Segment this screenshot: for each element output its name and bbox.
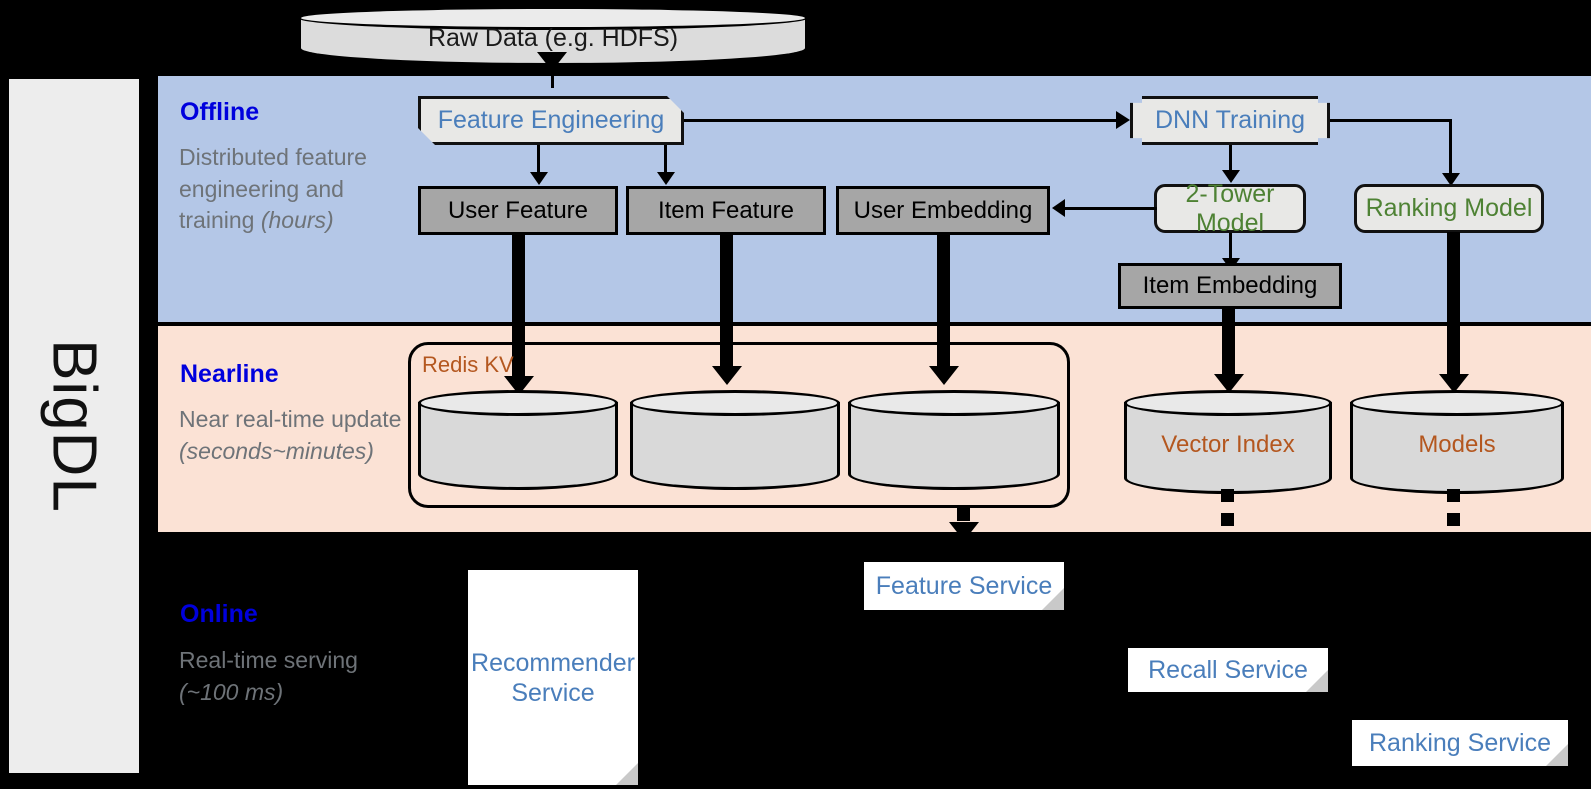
models-cylinder[interactable]: Models [1350,390,1564,494]
arrowhead-itememb-vectorindex [1214,374,1244,393]
pipe-itememb-vectorindex [1222,308,1235,380]
connector-twotower-itememb [1229,233,1232,260]
bigdl-sidebar: BigDL [6,76,142,776]
arrowhead-userembedding-redis [929,366,959,385]
redis-kv-container [408,342,1070,508]
nearline-desc-em: (seconds~minutes) [179,437,374,464]
pipe-ranking-models [1447,232,1460,380]
feature-service-card[interactable]: Feature Service [864,562,1064,610]
redis-kv-label: Redis KV [422,352,514,377]
raw-data-label: Raw Data (e.g. HDFS) [427,24,679,52]
offline-desc-em: (hours) [260,207,334,234]
cylinder-top [630,390,840,416]
pipe-models-ranking-dash1 [1447,489,1460,502]
card-body [1352,720,1568,766]
arrowhead-ranking-models [1439,374,1469,393]
cylinder-top [298,6,808,30]
bigdl-label: BigDL [39,339,109,513]
pipe-itemfeature-redis [720,234,733,372]
item-feature-label: Item Feature [657,196,795,224]
cylinder-body [418,402,618,490]
ranking-service-card[interactable]: Ranking Service [1352,720,1568,766]
redis-cylinder-user-embedding[interactable] [848,390,1060,490]
online-desc-main: Real-time serving [179,647,358,673]
online-desc: Real-time serving (~100 ms) [179,645,394,708]
arrowhead-dnn-twotower [1222,170,1240,183]
ranking-model-box[interactable]: Ranking Model [1354,184,1544,233]
pipe-vectorindex-recall-dash1 [1221,489,1234,502]
card-body [864,562,1064,610]
card-body [468,570,638,785]
nearline-title: Nearline [180,360,279,388]
feature-engineering-box[interactable]: Feature Engineering [418,96,684,145]
online-desc-em: (~100 ms) [179,678,284,705]
online-title: Online [180,600,258,628]
vector-index-label: Vector Index [1161,430,1295,458]
two-tower-model-box[interactable]: 2-Tower Model [1154,180,1306,237]
connector-twotower-userembedding [1065,207,1157,210]
two-tower-model-label: 2-Tower Model [1185,179,1275,237]
card-body [1128,648,1328,692]
nearline-desc-main: Near real-time update [179,406,402,432]
offline-title: Offline [180,98,260,126]
recall-service-label: Recall Service [1148,656,1308,684]
arrowhead-redis-featureservice [949,522,979,541]
vector-index-cylinder[interactable]: Vector Index [1124,390,1332,494]
arrowhead-itemfeature-redis [712,366,742,385]
arrowhead-fe-userfeature [530,172,548,185]
dnn-training-box[interactable]: DNN Training [1130,96,1330,145]
connector-fe-dnn [684,119,1116,122]
user-embedding-box[interactable]: User Embedding [836,186,1050,235]
recommender-service-label: Recommender Service [471,648,635,707]
dnn-training-label: DNN Training [1154,106,1306,135]
connector-fe-itemfeature [664,145,667,173]
connector-dnn-twotower [1229,145,1232,171]
offline-desc: Distributed feature engineering and trai… [179,142,394,237]
connector-fe-userfeature [537,145,540,173]
cylinder-top [1350,390,1564,416]
nearline-desc: Near real-time update (seconds~minutes) [179,404,409,467]
arrowhead-rawdata-fe [537,52,567,71]
user-feature-label: User Feature [447,196,589,224]
arrowhead-fe-itemfeature [657,172,675,185]
redis-cylinder-item-feature[interactable] [630,390,840,490]
ranking-service-label: Ranking Service [1368,729,1552,757]
item-embedding-label: Item Embedding [1142,272,1318,300]
item-feature-box[interactable]: Item Feature [626,186,826,235]
redis-cylinder-user-feature[interactable] [418,390,618,490]
connector-dnn-ranking-v [1449,119,1452,174]
arrowhead-twotower-userembedding [1052,199,1065,217]
pipe-models-ranking-dash2 [1447,513,1460,526]
cylinder-top [418,390,618,416]
models-label: Models [1418,430,1496,458]
user-feature-box[interactable]: User Feature [418,186,618,235]
cylinder-top [848,390,1060,416]
item-embedding-box[interactable]: Item Embedding [1118,263,1342,309]
pipe-redis-featureservice-dash [957,508,970,521]
pipe-userembedding-redis [937,234,950,372]
user-embedding-label: User Embedding [853,196,1033,224]
pipe-userfeature-redis [512,234,525,382]
recommender-service-card[interactable]: Recommender Service [468,570,638,785]
connector-dnn-ranking-h [1330,119,1452,122]
feature-service-label: Feature Service [875,572,1053,600]
cylinder-top [1124,390,1332,416]
cylinder-body [848,402,1060,490]
pipe-vectorindex-recall-dash2 [1221,513,1234,526]
ranking-model-label: Ranking Model [1365,194,1533,223]
connector-rawdata-fe [551,66,554,88]
cylinder-body [630,402,840,490]
offline-desc-main: Distributed feature engineering and trai… [179,144,367,234]
arrowhead-fe-dnn [1116,111,1130,129]
feature-engineering-label: Feature Engineering [437,106,665,135]
recall-service-card[interactable]: Recall Service [1128,648,1328,692]
arrowhead-dnn-ranking [1442,173,1460,186]
